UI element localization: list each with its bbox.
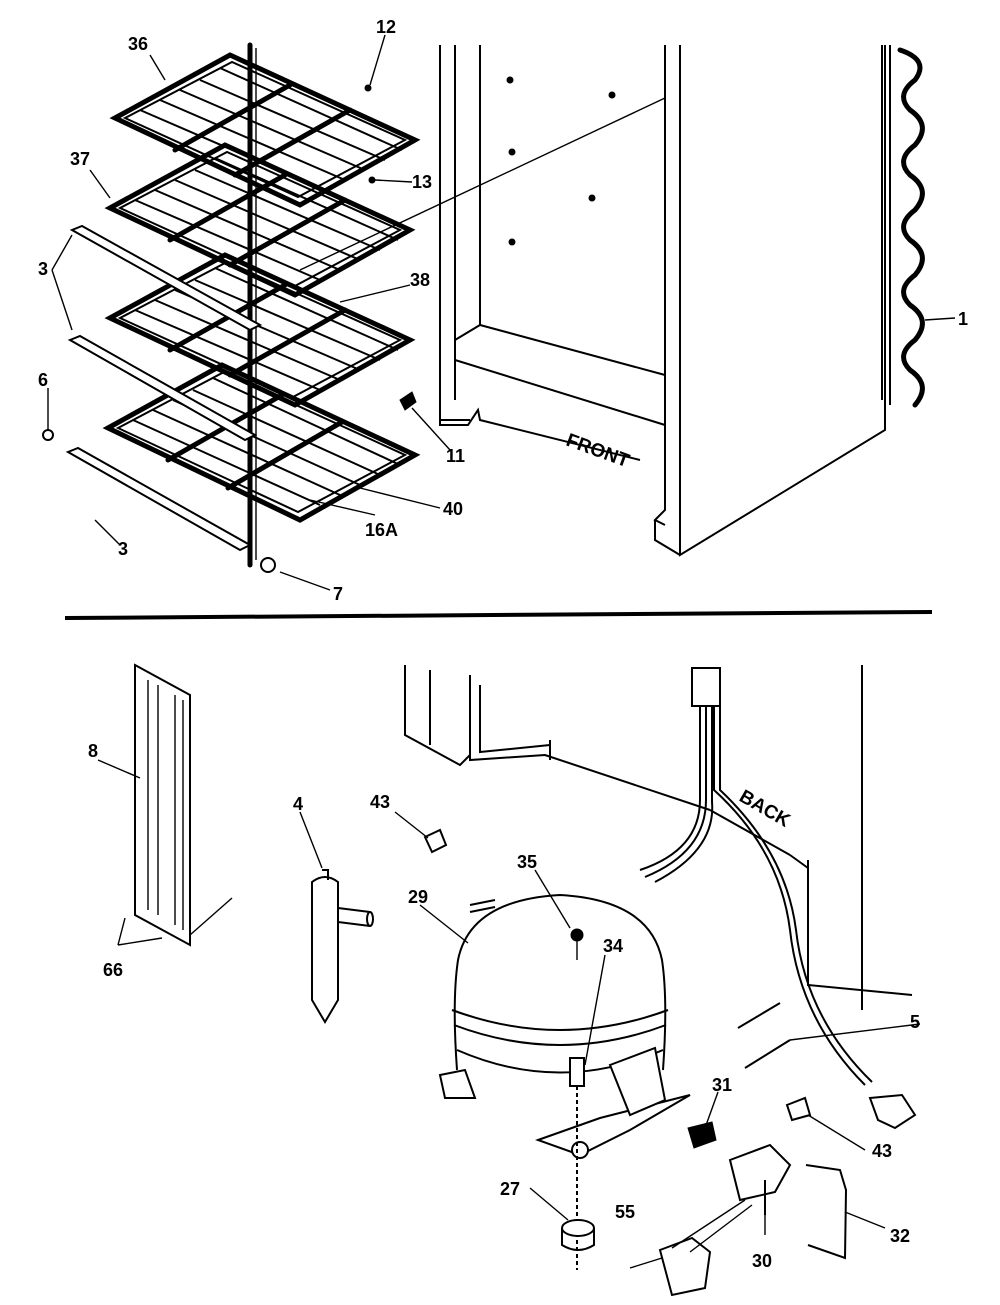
drier-4 bbox=[311, 869, 374, 1024]
label-7: 7 bbox=[333, 584, 343, 604]
back-label: BACK bbox=[736, 786, 794, 832]
front-label: FRONT bbox=[563, 430, 632, 472]
label-16a: 16A bbox=[365, 520, 398, 540]
part-12-screw bbox=[364, 84, 372, 92]
label-32: 32 bbox=[890, 1226, 910, 1246]
part-13-screw bbox=[368, 176, 376, 184]
label-3-bottom: 3 bbox=[118, 539, 128, 559]
part-31 bbox=[687, 1121, 717, 1149]
label-38: 38 bbox=[410, 270, 430, 290]
part-43b-clip bbox=[785, 1096, 812, 1122]
label-1: 1 bbox=[958, 309, 968, 329]
label-27: 27 bbox=[500, 1179, 520, 1199]
label-31: 31 bbox=[712, 1075, 732, 1095]
label-43-top: 43 bbox=[370, 792, 390, 812]
label-43-bottom: 43 bbox=[872, 1141, 892, 1161]
relay-and-overload bbox=[423, 828, 848, 1297]
leader-lines bbox=[47, 34, 956, 1269]
label-34: 34 bbox=[603, 936, 623, 956]
label-3-top: 3 bbox=[38, 259, 48, 279]
grommet-27 bbox=[561, 1219, 595, 1251]
condenser-coil-1 bbox=[881, 45, 925, 408]
cabinet-back-view: BACK bbox=[404, 665, 913, 1010]
wire-harness-5 bbox=[639, 667, 917, 1130]
label-8: 8 bbox=[88, 741, 98, 761]
label-5: 5 bbox=[910, 1012, 920, 1032]
part-43a-clip bbox=[423, 828, 448, 854]
label-13: 13 bbox=[412, 172, 432, 192]
label-55: 55 bbox=[615, 1202, 635, 1222]
back-panel-8 bbox=[134, 663, 233, 947]
section-divider bbox=[64, 610, 933, 620]
part-11-clip bbox=[399, 391, 417, 411]
label-4: 4 bbox=[293, 794, 303, 814]
label-11: 11 bbox=[446, 446, 465, 466]
compressor-29 bbox=[438, 893, 691, 1270]
label-12: 12 bbox=[376, 17, 396, 37]
part-30-relay bbox=[728, 1143, 792, 1202]
part-6-clip bbox=[42, 429, 54, 441]
label-35: 35 bbox=[517, 852, 537, 872]
label-40: 40 bbox=[443, 499, 463, 519]
side-rails-3 bbox=[65, 224, 263, 552]
label-29: 29 bbox=[408, 887, 428, 907]
part-55-cover bbox=[658, 1236, 712, 1297]
label-6: 6 bbox=[38, 370, 48, 390]
label-66: 66 bbox=[103, 960, 123, 980]
cabinet-front-view: FRONT bbox=[299, 45, 886, 557]
label-37: 37 bbox=[70, 149, 90, 169]
label-36: 36 bbox=[128, 34, 148, 54]
callout-labels: 36 12 37 13 38 1 3 6 11 40 16A 3 7 8 4 4… bbox=[38, 17, 968, 1271]
part-7-clip bbox=[260, 557, 276, 573]
shelf-assembly bbox=[42, 42, 421, 573]
label-30: 30 bbox=[752, 1251, 772, 1271]
